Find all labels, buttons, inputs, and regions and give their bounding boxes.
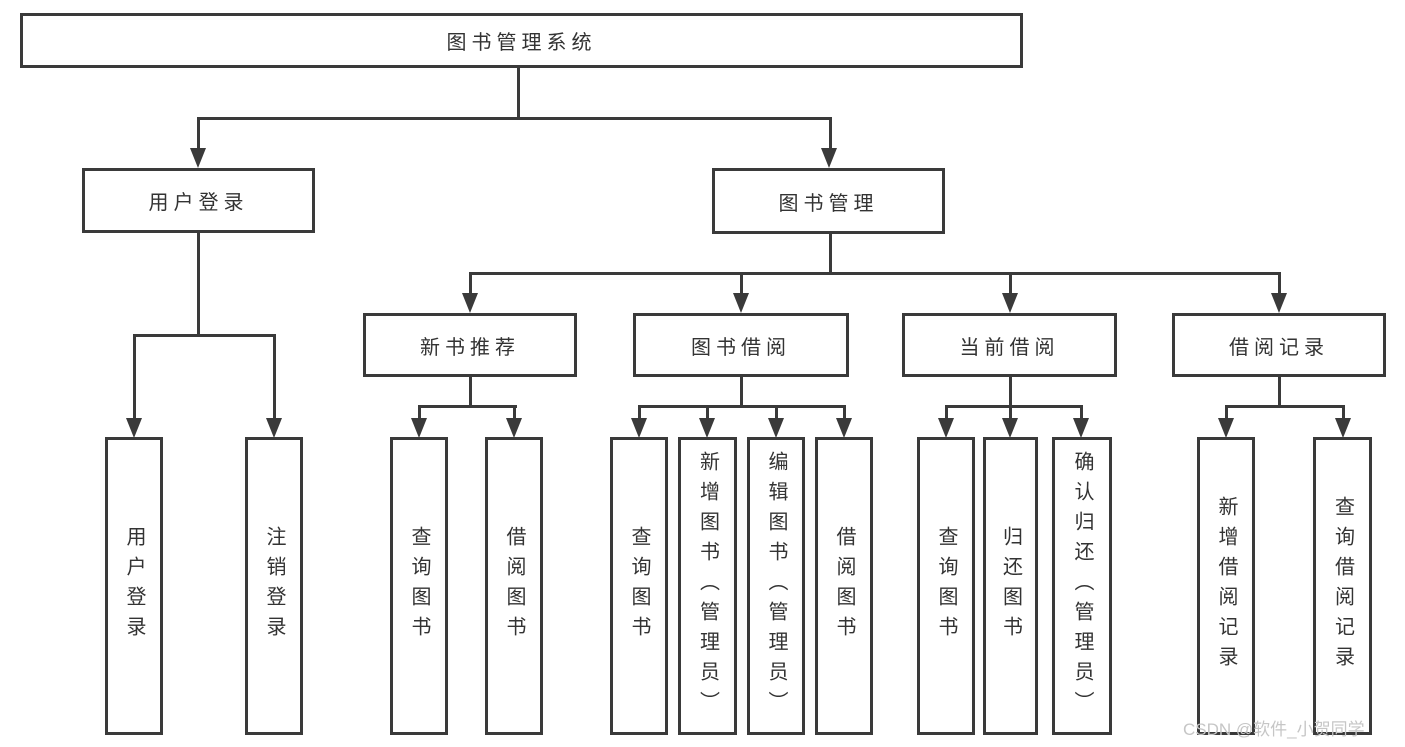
connector-line	[1225, 405, 1344, 408]
leaf-logout: 注销登录	[245, 437, 303, 735]
leaf-user-login: 用户登录	[105, 437, 163, 735]
leaf-add-borrow-record: 新增借阅记录	[1197, 437, 1255, 735]
connector-line	[638, 405, 641, 420]
arrowhead-icon	[506, 418, 522, 438]
arrowhead-icon	[768, 418, 784, 438]
node-book-management: 图书管理	[712, 168, 945, 234]
arrowhead-icon	[126, 418, 142, 438]
node-user-login: 用户登录	[82, 168, 315, 233]
connector-line	[945, 405, 948, 420]
connector-line	[418, 405, 421, 420]
arrowhead-icon	[1335, 418, 1351, 438]
arrowhead-icon	[1271, 293, 1287, 313]
connector-line	[133, 334, 276, 337]
connector-line	[706, 405, 709, 420]
arrowhead-icon	[631, 418, 647, 438]
connector-line	[197, 117, 200, 150]
connector-line	[829, 117, 832, 150]
node-label: 新增图书（管理员）	[696, 451, 719, 721]
node-label: 当前借阅	[959, 336, 1060, 359]
arrowhead-icon	[1002, 418, 1018, 438]
node-label: 确认归还（管理员）	[1071, 451, 1093, 721]
watermark: CSDN @软件_小贺同学	[1183, 720, 1365, 739]
leaf-query-books-current: 查询图书	[917, 437, 975, 735]
node-label: 注销登录	[263, 526, 285, 646]
connector-line	[1342, 405, 1345, 420]
arrowhead-icon	[190, 148, 206, 168]
arrowhead-icon	[699, 418, 715, 438]
connector-line	[517, 68, 520, 118]
node-new-book-recommend: 新书推荐	[363, 313, 577, 377]
connector-line	[273, 334, 276, 420]
connector-line	[740, 377, 743, 407]
node-label: 查询借阅记录	[1331, 496, 1354, 676]
leaf-confirm-return-admin: 确认归还（管理员）	[1052, 437, 1112, 735]
connector-line	[740, 272, 743, 295]
connector-line	[418, 405, 517, 408]
node-label: 查询图书	[628, 526, 650, 646]
arrowhead-icon	[266, 418, 282, 438]
node-label: 新增借阅记录	[1215, 496, 1237, 676]
node-library-management-system: 图书管理系统	[20, 13, 1023, 68]
node-borrowing-records: 借阅记录	[1172, 313, 1386, 377]
connector-line	[1009, 405, 1012, 420]
node-label: 查询图书	[408, 526, 430, 646]
arrowhead-icon	[411, 418, 427, 438]
leaf-return-book: 归还图书	[983, 437, 1038, 735]
leaf-borrow-books: 借阅图书	[815, 437, 873, 735]
node-label: 编辑图书（管理员）	[765, 451, 787, 721]
arrowhead-icon	[821, 148, 837, 168]
arrowhead-icon	[1002, 293, 1018, 313]
connector-line	[843, 405, 846, 420]
connector-line	[1278, 272, 1281, 295]
connector-line	[829, 233, 832, 274]
node-label: 借阅记录	[1229, 336, 1329, 359]
arrowhead-icon	[733, 293, 749, 313]
connector-line	[513, 405, 516, 420]
node-label: 查询图书	[935, 526, 957, 646]
arrowhead-icon	[836, 418, 852, 438]
connector-line	[197, 117, 831, 120]
leaf-query-borrow-record: 查询借阅记录	[1313, 437, 1372, 735]
connector-line	[469, 272, 472, 295]
node-label: 图书管理	[778, 192, 879, 215]
node-label: 新书推荐	[420, 336, 520, 359]
connector-line	[945, 405, 1083, 408]
node-book-borrowing: 图书借阅	[633, 313, 849, 377]
node-label: 图书管理系统	[446, 32, 597, 54]
connector-line	[1225, 405, 1228, 420]
node-label: 图书借阅	[691, 336, 791, 359]
connector-line	[638, 405, 846, 408]
leaf-borrow-books-recommend: 借阅图书	[485, 437, 543, 735]
node-label: 用户登录	[123, 526, 145, 646]
leaf-edit-book-admin: 编辑图书（管理员）	[747, 437, 805, 735]
connector-line	[1009, 272, 1012, 295]
connector-line	[197, 233, 200, 336]
connector-line	[775, 405, 778, 420]
connector-line	[1080, 405, 1083, 420]
node-label: 用户登录	[148, 192, 249, 214]
leaf-add-book-admin: 新增图书（管理员）	[678, 437, 737, 735]
arrowhead-icon	[462, 293, 478, 313]
connector-line	[133, 334, 136, 420]
connector-line	[469, 272, 1281, 275]
node-label: 借阅图书	[503, 526, 525, 646]
node-label: 归还图书	[999, 526, 1022, 646]
node-label: 借阅图书	[833, 526, 855, 646]
connector-line	[1009, 377, 1012, 407]
node-current-borrowing: 当前借阅	[902, 313, 1117, 377]
arrowhead-icon	[1073, 418, 1089, 438]
leaf-query-books-borrow: 查询图书	[610, 437, 668, 735]
arrowhead-icon	[1218, 418, 1234, 438]
connector-line	[469, 377, 472, 407]
leaf-query-books-recommend: 查询图书	[390, 437, 448, 735]
connector-line	[1278, 377, 1281, 407]
arrowhead-icon	[938, 418, 954, 438]
